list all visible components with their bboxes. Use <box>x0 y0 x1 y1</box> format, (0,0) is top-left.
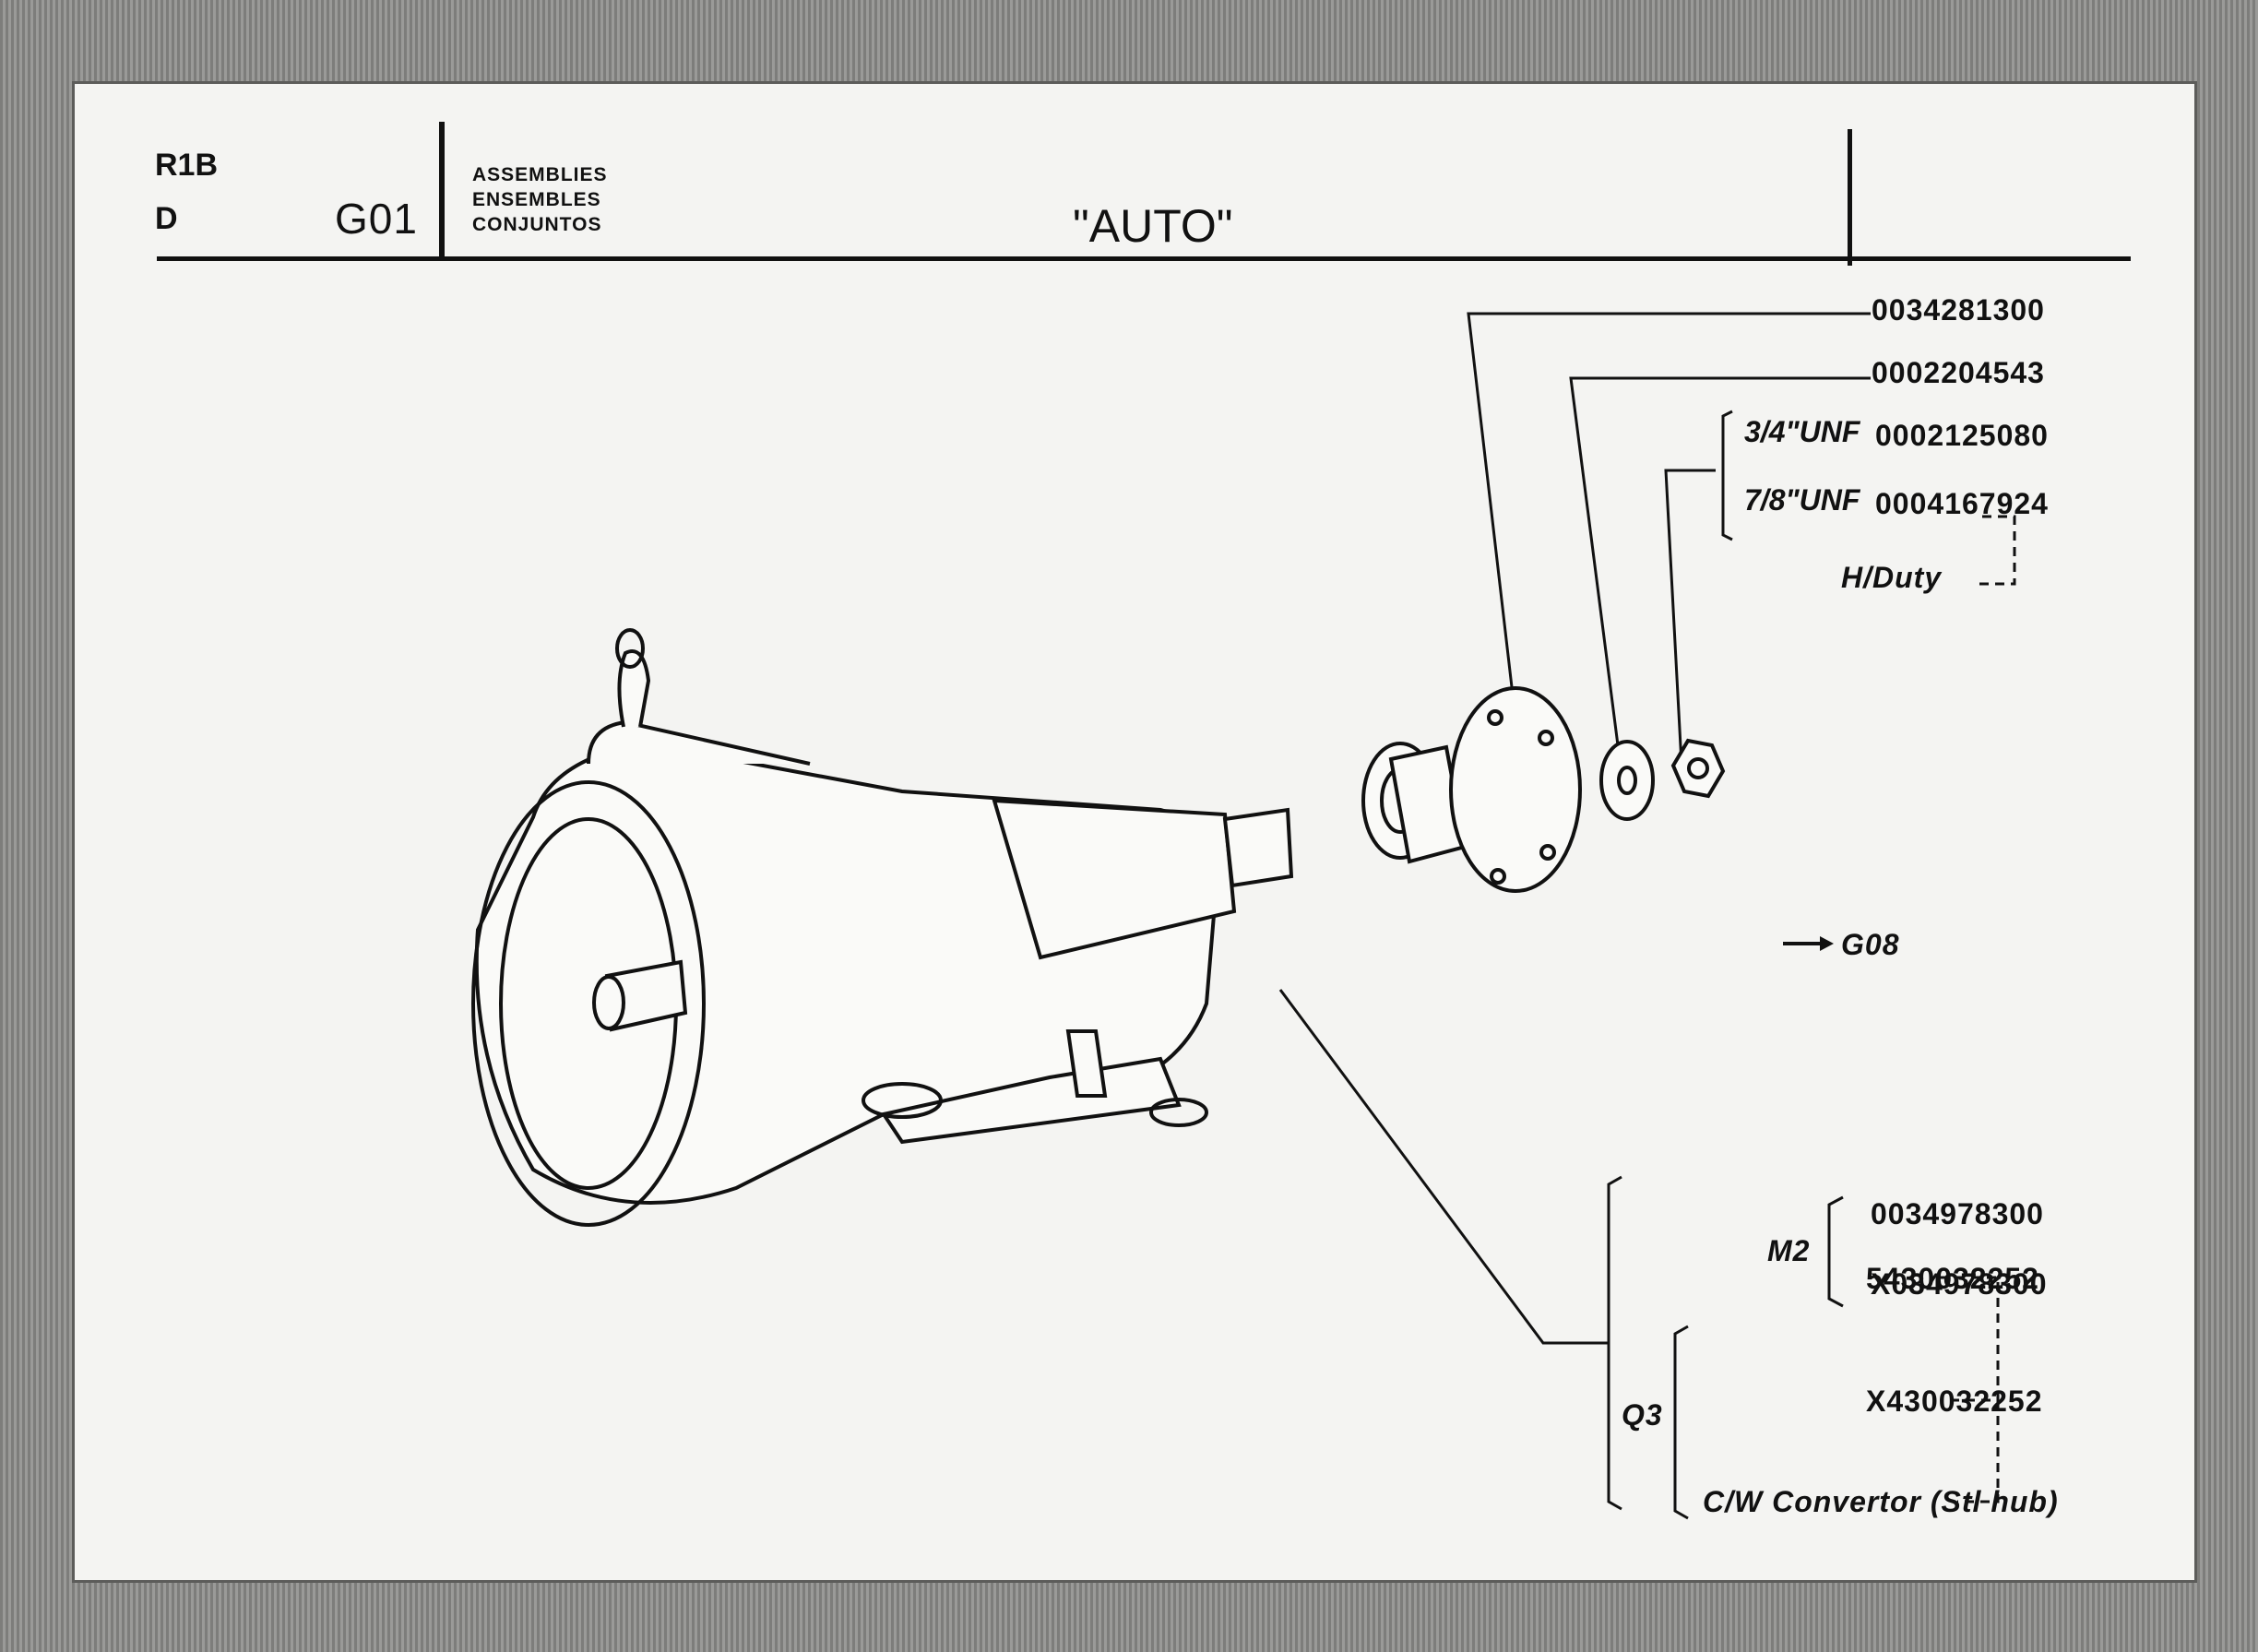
assemblies-label: ASSEMBLIES ENSEMBLES CONJUNTOS <box>472 162 608 237</box>
header-divider-right <box>1848 129 1852 266</box>
convertor-note: C/W Convertor (Stl hub) <box>1703 1485 2059 1518</box>
transmission-drawing <box>471 628 1726 1227</box>
assemblies-en: ASSEMBLIES <box>472 164 608 185</box>
variant-m2: M2 <box>1767 1234 1811 1267</box>
heavy-duty-note: H/Duty <box>1841 561 1943 594</box>
variant-q3: Q3 <box>1622 1398 1663 1432</box>
section-code: G01 <box>335 195 418 243</box>
assemblies-fr: ENSEMBLES <box>472 189 601 210</box>
nut-size-7-8: 7/8"UNF <box>1744 483 1860 517</box>
nut-size-3-4: 3/4"UNF <box>1744 415 1860 448</box>
part-number-m2-b: X034978300 <box>1871 1267 2048 1301</box>
part-number-nut-7-8: 0004167924 <box>1875 487 2049 520</box>
part-number-q3-a: 5430032252 <box>1866 1262 2039 1295</box>
part-number-washer: 0002204543 <box>1872 356 2045 389</box>
header-divider-left <box>439 122 445 260</box>
transmission-diagram <box>471 312 2016 1520</box>
brackets <box>1607 410 1844 1520</box>
part-number-flange: 0034281300 <box>1872 293 2045 327</box>
dashed-links <box>1940 515 2016 1503</box>
model-code: R1B <box>155 148 219 183</box>
part-number-q3-b: X430032252 <box>1866 1385 2043 1418</box>
cross-reference: G08 <box>1841 928 1900 961</box>
part-number-nut-3-4: 0002125080 <box>1875 419 2049 452</box>
header-rule <box>157 256 2131 261</box>
model-variant: D <box>155 201 178 236</box>
arrow-icon <box>1783 936 1834 951</box>
page-title: "AUTO" <box>1073 200 1233 252</box>
part-number-m2-a: 0034978300 <box>1871 1197 2044 1230</box>
leader-lines <box>1278 312 1871 1345</box>
catalog-page: R1B D G01 ASSEMBLIES ENSEMBLES CONJUNTOS… <box>72 81 2197 1583</box>
assemblies-es: CONJUNTOS <box>472 214 602 235</box>
